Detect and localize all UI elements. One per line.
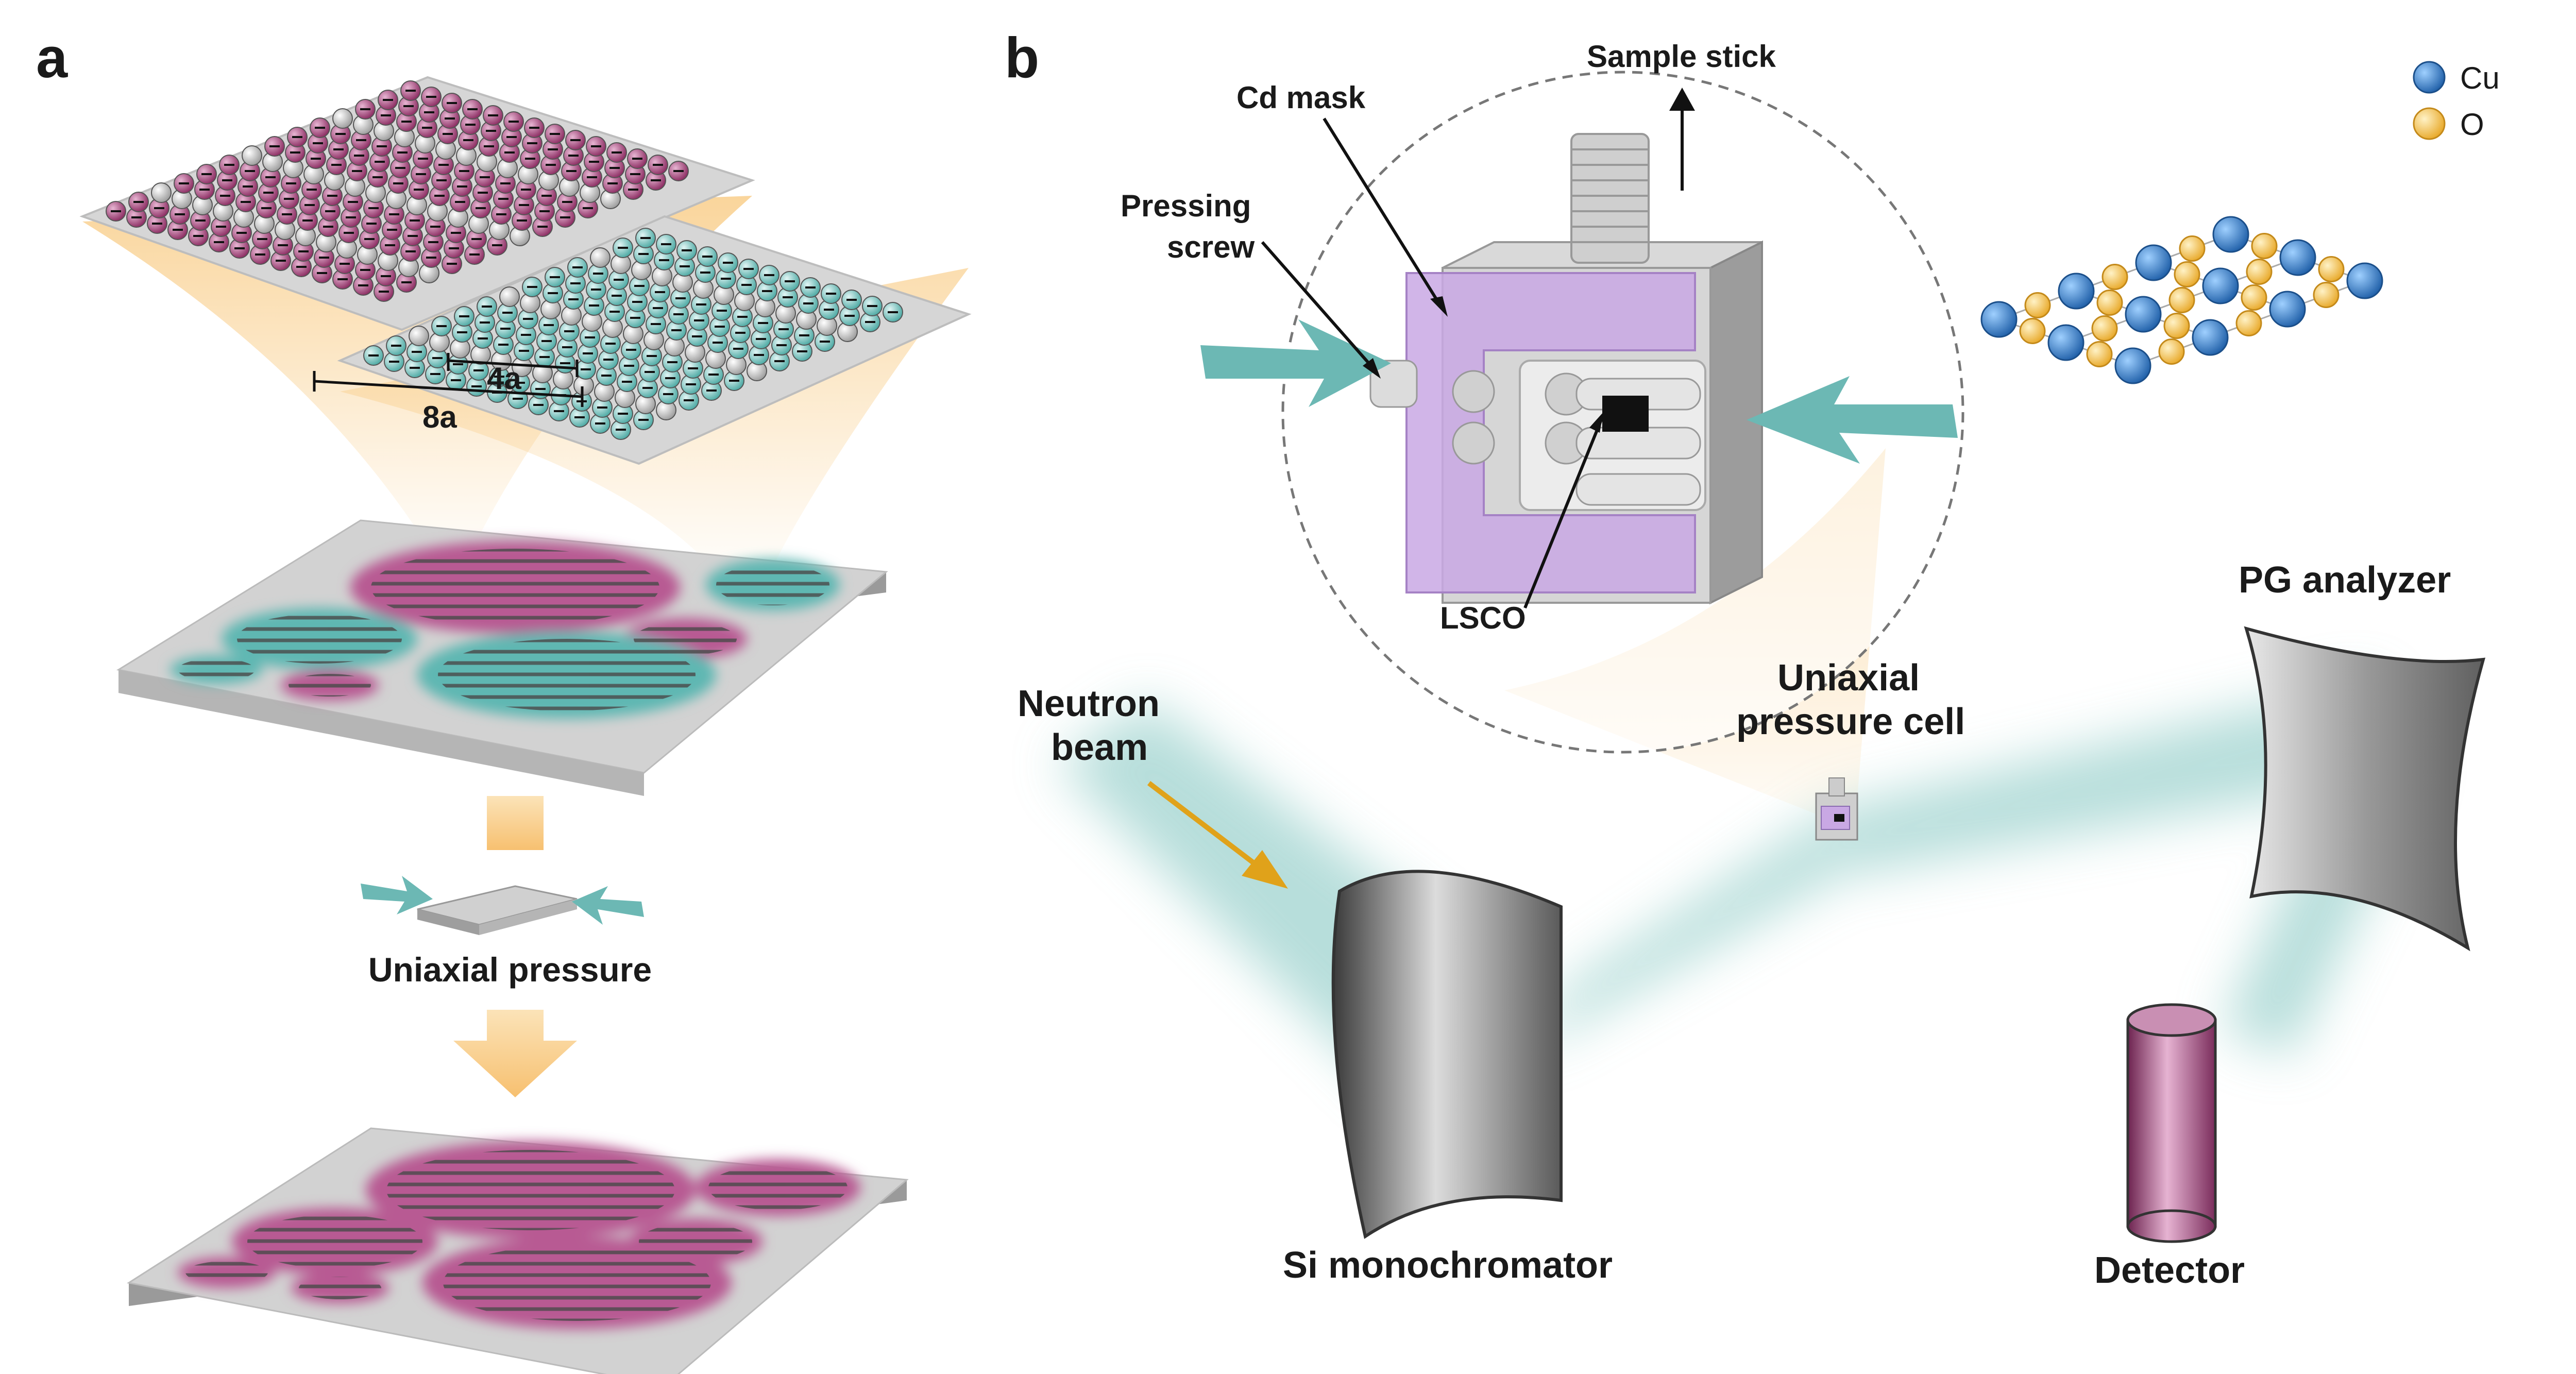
- panel-a-label: a: [36, 26, 68, 90]
- lsco-sample: [1602, 396, 1649, 432]
- legend-o-marker: [2413, 107, 2446, 140]
- copper-atom: [2212, 216, 2249, 253]
- dimension-markers: [313, 353, 584, 407]
- dimension-4a: 4a: [487, 361, 521, 396]
- copper-atom: [2269, 291, 2306, 328]
- spin-site: [151, 182, 172, 203]
- oxygen-atom: [2313, 282, 2340, 308]
- cd-mask: [1405, 272, 1696, 593]
- legend-cu-marker: [2413, 61, 2446, 94]
- oxygen-atom: [2102, 264, 2128, 290]
- uniaxial-pressure-cell-small: [1815, 777, 1858, 841]
- pressure-arrow-right: [572, 886, 644, 925]
- spin-lattice-magenta: [106, 80, 689, 302]
- detector: [2126, 1003, 2217, 1243]
- uniaxial-pressure-label: Uniaxial pressure: [368, 951, 652, 989]
- oxygen-atom: [2096, 290, 2123, 316]
- oxygen-atom: [2091, 315, 2118, 342]
- uniaxial-cell-label-line1: Uniaxial: [1777, 657, 1920, 699]
- panel-a: a 4a 8a: [36, 26, 972, 1374]
- oxygen-atom: [2024, 292, 2051, 318]
- copper-atom: [2114, 347, 2151, 384]
- pg-analyzer-label: PG analyzer: [2239, 559, 2451, 601]
- sample-stick-arrowhead: [1669, 88, 1695, 111]
- oxygen-atom: [2318, 256, 2345, 282]
- process-arrow-lower: [453, 1010, 577, 1097]
- pressing-screw-arrowhead: [1363, 358, 1381, 379]
- pressure-sample: [417, 885, 578, 935]
- lsco-label: LSCO: [1440, 601, 1526, 635]
- oxygen-atom: [2168, 287, 2195, 313]
- spin-site: [409, 326, 429, 346]
- oxygen-atom: [2246, 259, 2273, 285]
- slab-mixed-domains: [116, 519, 888, 796]
- copper-atom: [2346, 262, 2383, 299]
- oxygen-atom: [2158, 338, 2185, 365]
- pressure-arrow-left: [361, 876, 433, 914]
- pg-analyzer: [2244, 626, 2486, 952]
- process-arrow-upper: [487, 796, 544, 850]
- oxygen-atom: [2241, 284, 2267, 311]
- oxygen-atom: [2235, 310, 2262, 336]
- neutron-beam-label-line2: beam: [1051, 727, 1148, 768]
- copper-atom: [2192, 319, 2229, 356]
- detector-label: Detector: [2094, 1250, 2245, 1291]
- pressing-screw-label-line1: Pressing: [1121, 189, 1251, 223]
- neutron-beam-arrow: [1147, 781, 1259, 868]
- pressing-screw: [1369, 360, 1418, 408]
- panel-b: b: [1005, 26, 2500, 1291]
- copper-atom: [2279, 239, 2316, 276]
- slab-single-domain: [127, 1127, 909, 1374]
- copper-atom: [1980, 301, 2018, 338]
- pressing-screw-label-line2: screw: [1167, 230, 1255, 264]
- lsco-arrowhead: [1589, 412, 1603, 433]
- copper-atom: [2047, 324, 2084, 361]
- cell-pressure-arrow-right: [1747, 376, 1958, 464]
- uniaxial-pressure-cell-magnified: [1369, 133, 1763, 605]
- oxygen-atom: [2019, 318, 2046, 344]
- oxygen-atom: [2174, 261, 2200, 287]
- si-monochromator-label: Si monochromator: [1283, 1245, 1613, 1286]
- oxygen-atom: [2251, 233, 2278, 259]
- cuo2-lattice: [1980, 216, 2383, 384]
- panel-b-label: b: [1005, 26, 1039, 90]
- sample-stick-label: Sample stick: [1587, 39, 1776, 74]
- spin-site: [242, 145, 262, 166]
- copper-atom: [2125, 296, 2162, 333]
- legend-o-label: O: [2460, 107, 2484, 142]
- spin-site: [499, 286, 520, 307]
- oxygen-atom: [2179, 235, 2206, 262]
- spin-site: [590, 247, 611, 268]
- neutron-beam-arrowhead: [1242, 850, 1288, 889]
- spin-lattice-teal: [363, 228, 903, 440]
- copper-atom: [2135, 244, 2172, 281]
- neutron-beam-label-line1: Neutron: [1018, 683, 1160, 724]
- cd-mask-arrowhead: [1430, 296, 1448, 317]
- dimension-8a: 8a: [422, 400, 457, 434]
- oxygen-atom: [2086, 341, 2113, 367]
- oxygen-atom: [2163, 313, 2190, 339]
- spin-site: [332, 108, 353, 129]
- legend-cu-label: Cu: [2460, 61, 2500, 95]
- si-monochromator: [1331, 870, 1563, 1239]
- cd-mask-label: Cd mask: [1236, 80, 1366, 115]
- uniaxial-cell-label-line2: pressure cell: [1736, 701, 1965, 742]
- copper-atom: [2058, 273, 2095, 310]
- copper-atom: [2202, 267, 2239, 304]
- sample-stick-thread: [1570, 133, 1650, 264]
- cell-pressure-arrow-left: [1200, 319, 1391, 407]
- atom-legend: Cu O: [2413, 61, 2500, 142]
